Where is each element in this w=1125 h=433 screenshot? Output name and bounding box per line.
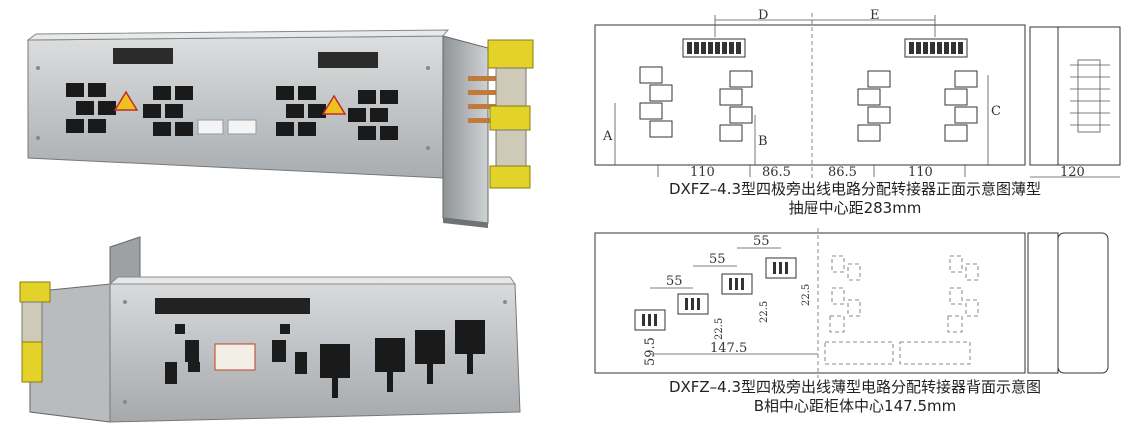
front-caption-line2: 抽屉中心距283mm xyxy=(788,199,922,217)
dim-110-left: 110 xyxy=(690,165,715,180)
dim-86-5-left: 86.5 xyxy=(762,165,791,180)
product-photo-back xyxy=(10,232,535,427)
dim-22-5-c: 22.5 xyxy=(801,284,812,306)
dim-55-a: 55 xyxy=(666,274,683,289)
dim-a: A xyxy=(602,129,613,144)
product-photo-front xyxy=(18,28,553,233)
dim-110-right: 110 xyxy=(908,165,933,180)
dim-55-c: 55 xyxy=(753,234,770,249)
dim-86-5-right: 86.5 xyxy=(828,165,857,180)
back-caption-line1: DXFZ–4.3型四极旁出线薄型电路分配转接器背面示意图 xyxy=(668,378,1042,396)
back-schematic: 55 55 55 22.5 22.5 22.5 147.5 59.5 xyxy=(590,228,1125,378)
dim-e: E xyxy=(870,8,880,23)
dim-55-b: 55 xyxy=(709,252,726,267)
front-caption-line1: DXFZ–4.3型四极旁出线电路分配转接器正面示意图薄型 xyxy=(668,180,1042,198)
terminal-strip-right xyxy=(904,38,968,58)
front-caption: DXFZ–4.3型四极旁出线电路分配转接器正面示意图薄型 抽屉中心距283mm xyxy=(600,180,1110,218)
back-caption: DXFZ–4.3型四极旁出线薄型电路分配转接器背面示意图 B相中心距柜体中心14… xyxy=(600,378,1110,416)
dim-c: C xyxy=(991,104,1001,119)
dim-b: B xyxy=(758,134,768,149)
dim-d: D xyxy=(758,8,768,23)
dim-147-5: 147.5 xyxy=(710,341,747,356)
dim-22-5-b: 22.5 xyxy=(759,301,770,323)
dim-22-5-a: 22.5 xyxy=(714,318,725,340)
dim-120: 120 xyxy=(1060,165,1085,180)
back-caption-line2: B相中心距柜体中心147.5mm xyxy=(753,397,957,415)
front-schematic: D E A B C 110 86.5 86.5 110 xyxy=(590,5,1125,180)
dim-59-5: 59.5 xyxy=(643,337,658,366)
terminal-strip-left xyxy=(682,38,746,58)
